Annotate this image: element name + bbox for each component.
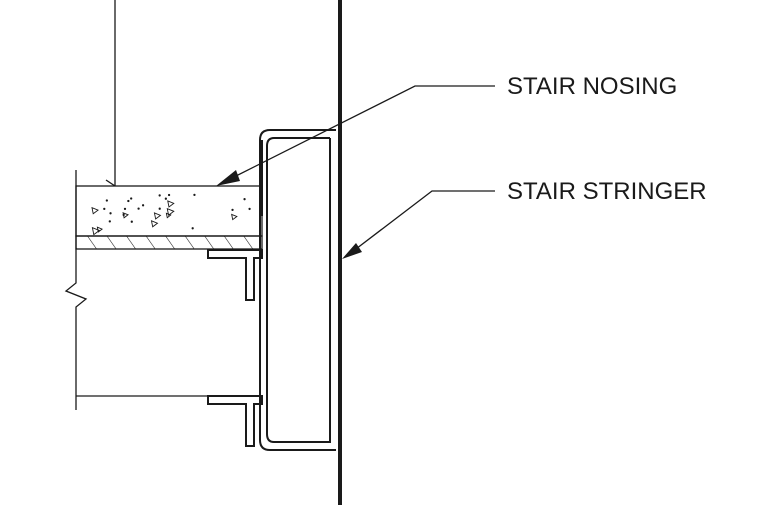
aggregate-symbol bbox=[166, 207, 175, 216]
stair-stringer-inner bbox=[266, 137, 331, 443]
aggregate-dot bbox=[127, 199, 130, 203]
aggregate-symbol bbox=[153, 212, 162, 220]
aggregate-dot bbox=[231, 208, 234, 212]
aggregate-dot bbox=[130, 197, 133, 200]
aggregate-dot bbox=[248, 207, 251, 211]
aggregate-dot bbox=[122, 213, 125, 217]
aggregate-symbol bbox=[96, 226, 104, 233]
aggregate-dot bbox=[123, 207, 127, 210]
aggregate-dot bbox=[141, 204, 145, 207]
break-line bbox=[64, 170, 88, 410]
stair-stringer-channel bbox=[259, 129, 336, 451]
clip-angle-lower bbox=[207, 395, 263, 447]
clip-angle-upper bbox=[207, 249, 263, 301]
aggregate-symbol bbox=[91, 206, 99, 215]
aggregate-symbol bbox=[231, 213, 238, 221]
aggregate-dot bbox=[158, 194, 161, 197]
concrete-fill bbox=[75, 185, 263, 237]
aggregate-dot bbox=[243, 198, 246, 201]
aggregate-dot bbox=[164, 197, 168, 200]
aggregate-dot bbox=[109, 212, 112, 215]
aggregate-dot bbox=[103, 207, 106, 211]
leader-stair-nosing bbox=[216, 85, 495, 186]
aggregate-symbol bbox=[91, 226, 101, 236]
aggregate-symbol bbox=[167, 200, 175, 208]
aggregate-dot bbox=[105, 199, 108, 202]
aggregate-dot bbox=[191, 227, 194, 230]
metal-deck bbox=[75, 235, 263, 250]
label-stair-stringer: STAIR STRINGER bbox=[507, 178, 707, 205]
label-stair-nosing: STAIR NOSING bbox=[507, 73, 677, 100]
aggregate-dot bbox=[193, 193, 196, 197]
aggregate-dot bbox=[108, 220, 111, 223]
leader-stair-stringer bbox=[342, 190, 495, 259]
aggregate-symbol bbox=[150, 220, 159, 228]
aggregate-dot bbox=[137, 207, 140, 210]
aggregate-dot bbox=[130, 220, 133, 223]
aggregate-dot bbox=[167, 193, 171, 197]
aggregate-dot bbox=[158, 207, 161, 210]
